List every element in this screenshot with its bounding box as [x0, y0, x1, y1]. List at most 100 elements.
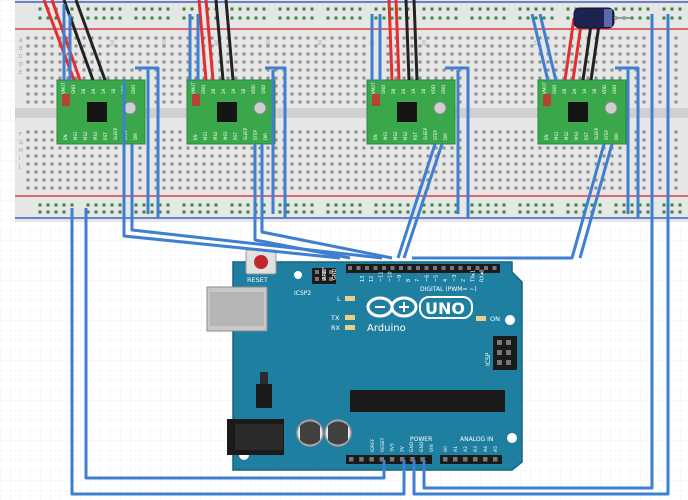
driver-top-pin-labels: VMOT GND 2B 2A 1A 1B VDD GND — [542, 82, 617, 94]
breadboard-hole — [562, 186, 566, 190]
breadboard-hole — [130, 52, 134, 56]
row-letter: A — [19, 38, 23, 44]
breadboard-hole — [26, 52, 30, 56]
breadboard-hole — [290, 130, 294, 134]
rail-hole — [550, 16, 554, 20]
motor-wire-red — [197, 0, 208, 81]
breadboard-hole — [330, 162, 334, 166]
breadboard-hole — [426, 170, 430, 174]
breadboard-hole — [530, 92, 534, 96]
driver-pin-label: DIR — [614, 133, 619, 140]
breadboard-hole — [530, 186, 534, 190]
breadboard-hole — [178, 92, 182, 96]
driver-chip — [87, 102, 107, 122]
breadboard-hole — [674, 130, 678, 134]
driver-pin-label: 2A — [572, 88, 577, 94]
breadboard-hole — [586, 178, 590, 182]
breadboard-hole — [570, 146, 574, 150]
rail-hole — [102, 16, 106, 20]
breadboard-hole — [138, 36, 142, 40]
breadboard-hole — [34, 100, 38, 104]
breadboard-hole — [562, 154, 566, 158]
rail-hole — [422, 210, 426, 214]
breadboard-hole — [154, 60, 158, 64]
breadboard-hole — [658, 52, 662, 56]
breadboard-hole — [554, 186, 558, 190]
breadboard-hole — [474, 60, 478, 64]
breadboard-hole — [498, 92, 502, 96]
driver-bottom-pin-labels: EN MS1 MS2 MS3 RST SLEEP STEP DIR — [373, 127, 448, 140]
breadboard-hole — [298, 154, 302, 158]
breadboard-hole — [418, 162, 422, 166]
breadboard-hole — [258, 76, 262, 80]
breadboard-hole — [506, 154, 510, 158]
breadboard-hole — [474, 154, 478, 158]
breadboard-hole — [82, 178, 86, 182]
breadboard-hole — [210, 36, 214, 40]
breadboard-hole — [618, 52, 622, 56]
rail-hole — [446, 210, 450, 214]
driver-top-pin-labels: VMOT GND 2B 2A 1A 1B VDD GND — [191, 82, 266, 94]
rail-hole — [406, 210, 410, 214]
rail-hole — [382, 210, 386, 214]
driver-pin-label: VMOT — [191, 82, 196, 94]
breadboard-hole — [338, 162, 342, 166]
rail-hole — [678, 16, 682, 20]
rail-hole — [646, 203, 650, 207]
rail-hole — [38, 7, 42, 11]
icsp2-pins — [315, 270, 333, 281]
breadboard-hole — [386, 162, 390, 166]
breadboard-hole — [74, 36, 78, 40]
breadboard-hole — [138, 178, 142, 182]
breadboard-hole — [474, 170, 478, 174]
breadboard-hole — [490, 154, 494, 158]
breadboard-hole — [586, 186, 590, 190]
breadboard-hole — [354, 36, 358, 40]
breadboard-hole — [410, 154, 414, 158]
rail-hole — [446, 7, 450, 11]
led-rx-label: RX — [331, 324, 341, 332]
breadboard-hole — [458, 100, 462, 104]
driver-pin-label: DIR — [443, 133, 448, 140]
breadboard-hole — [346, 146, 350, 150]
breadboard-hole — [522, 162, 526, 166]
breadboard-hole — [114, 60, 118, 64]
breadboard-hole — [298, 178, 302, 182]
breadboard-hole — [58, 52, 62, 56]
reset-button-cap[interactable] — [254, 255, 268, 269]
breadboard-hole — [178, 162, 182, 166]
breadboard-hole — [170, 76, 174, 80]
breadboard-hole — [290, 92, 294, 96]
breadboard-hole — [442, 52, 446, 56]
breadboard-hole — [66, 76, 70, 80]
breadboard-hole — [482, 170, 486, 174]
led-on-label: ON — [490, 315, 500, 323]
breadboard-hole — [242, 60, 246, 64]
breadboard-hole — [58, 178, 62, 182]
breadboard-hole — [42, 36, 46, 40]
breadboard-hole — [370, 178, 374, 182]
rail-hole — [430, 210, 434, 214]
breadboard-hole — [186, 68, 190, 72]
rail-hole — [342, 16, 346, 20]
breadboard-hole — [570, 60, 574, 64]
rail-hole — [526, 203, 530, 207]
breadboard-hole — [546, 68, 550, 72]
driver-pin-label: 1B — [421, 88, 426, 94]
row-letter: C — [19, 54, 23, 60]
digital-pin-label: TX▸1 — [470, 270, 476, 283]
breadboard-hole — [210, 170, 214, 174]
breadboard-hole — [154, 44, 158, 48]
breadboard-hole — [82, 44, 86, 48]
stepper-driver-module: VMOT GND 2B 2A 1A 1B VDD GND EN MS1 MS2 … — [537, 79, 627, 145]
breadboard-hole — [546, 154, 550, 158]
driver-pin-label: GND — [552, 85, 557, 94]
breadboard-hole — [26, 138, 30, 142]
breadboard-hole — [82, 76, 86, 80]
rail-hole — [46, 210, 50, 214]
breadboard-hole — [362, 186, 366, 190]
breadboard-hole — [130, 68, 134, 72]
breadboard-hole — [170, 178, 174, 182]
breadboard-hole — [498, 154, 502, 158]
breadboard-hole — [322, 186, 326, 190]
